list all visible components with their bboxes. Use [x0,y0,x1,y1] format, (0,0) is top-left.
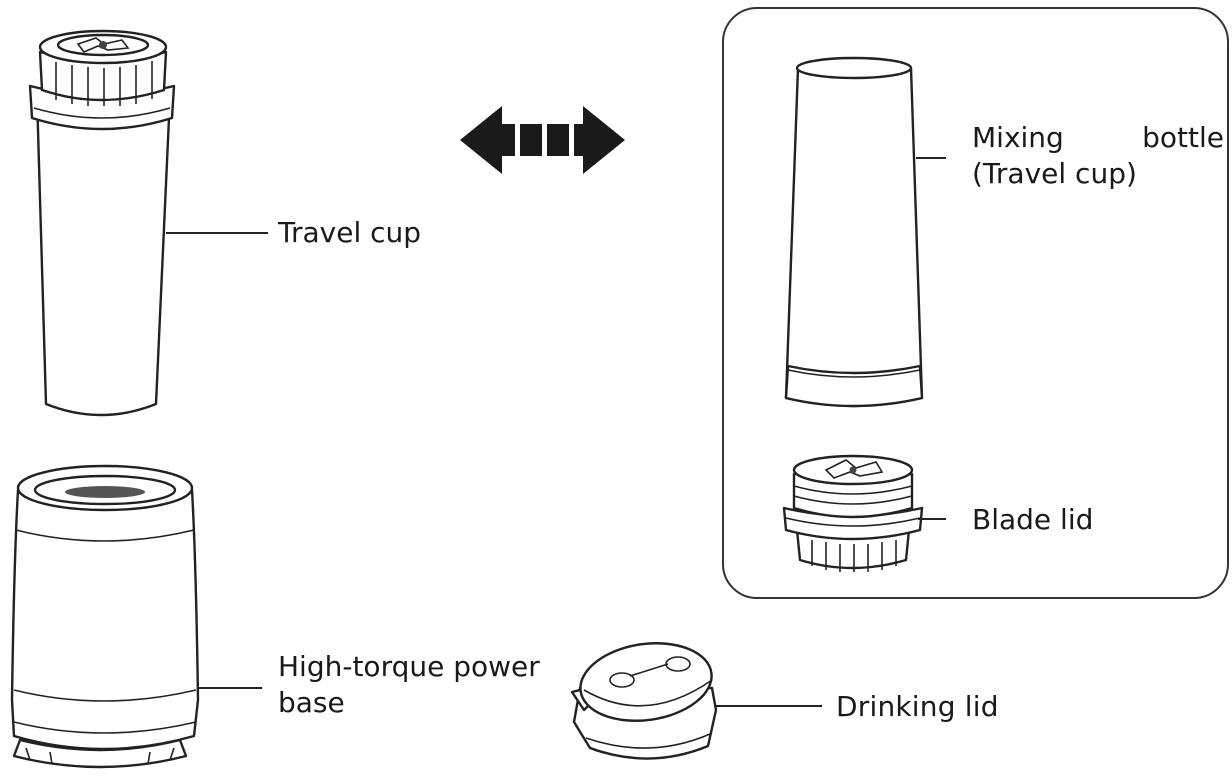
drinking-lid [570,642,718,760]
double-headed-arrow-icon [460,106,625,174]
mixing-bottle-label-line1: Mixing bottle [972,121,1224,154]
accessory-frame [722,7,1229,599]
travel-cup-assembly [28,29,176,417]
power-base [10,464,200,769]
travel-cup-label: Travel cup [278,216,422,249]
drinking-lid-label: Drinking lid [836,690,999,723]
blade-lid-label: Blade lid [972,503,1094,536]
mixing-bottle-label-line2: (Travel cup) [972,157,1137,190]
power-base-label-line1: High-torque power [278,650,540,683]
mixing-bottle [784,56,924,408]
power-base-label-line2: base [278,686,345,719]
blade-lid [782,454,924,572]
